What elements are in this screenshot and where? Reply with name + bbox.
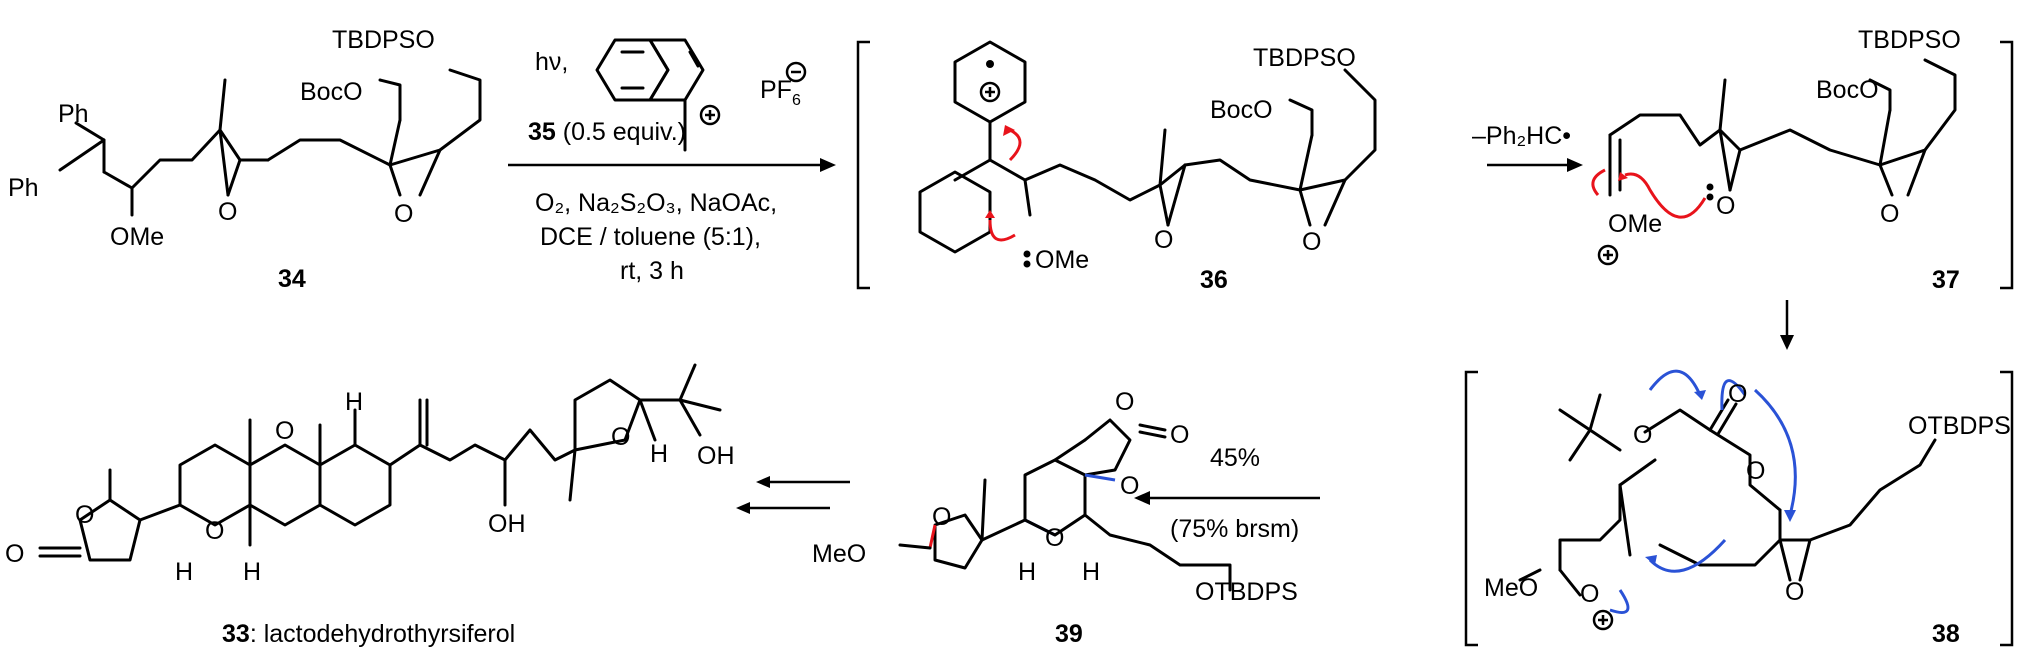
ph-left-label: Ph	[8, 174, 39, 202]
ph-top-label: Ph	[58, 100, 89, 128]
thp-o-label: O	[1045, 524, 1064, 552]
meo-label: MeO	[812, 540, 866, 568]
counterion-label: PF6	[760, 76, 801, 109]
oh-label: OH	[488, 510, 526, 538]
carbonate-o-label: O	[1120, 472, 1139, 500]
epoxide-o-label: O	[1716, 192, 1735, 220]
epoxide-o-label: O	[1785, 578, 1804, 606]
epoxide-o-label: O	[1302, 228, 1321, 256]
epoxide-o-label: O	[218, 198, 237, 226]
ome-label: OMe	[110, 223, 164, 251]
h-label: H	[1018, 558, 1036, 586]
compound-number: 36	[1200, 266, 1228, 294]
reaction-step-2: –Ph₂HC•	[1472, 122, 1583, 172]
pyran-o-label: O	[275, 417, 294, 445]
oxonium-o-label: O	[1580, 580, 1599, 608]
compound-number: 38	[1932, 620, 1960, 648]
conditions-line-3: rt, 3 h	[620, 257, 684, 285]
otbdps-label: OTBDPS	[1908, 412, 2011, 440]
conditions-line-2: DCE / toluene (5:1),	[540, 223, 761, 251]
quinolinium-catalyst	[595, 38, 721, 152]
compound-number: 34	[278, 265, 306, 293]
lactone-o-label: O	[75, 501, 94, 529]
tbdpso-label: TBDPSO	[332, 26, 435, 54]
tbdpso-label: TBDPSO	[1253, 44, 1356, 72]
conditions-line-1: O₂, Na₂S₂O₃, NaOAc,	[535, 189, 777, 217]
h-label: H	[650, 440, 668, 468]
epoxide-o-label: O	[1880, 200, 1899, 228]
compound-37: OMe O O TBDPSO BocO 37	[1591, 26, 1961, 294]
carbonyl-o-label: O	[5, 540, 24, 568]
reaction-step-1: hν, PF6 35 (0.5 equiv.) O₂, Na₂S₂O₃, NaO…	[508, 38, 836, 285]
h-label: H	[243, 558, 261, 586]
epoxide-o-label: O	[1154, 226, 1173, 254]
multi-step-arrows	[736, 476, 850, 514]
yield-label: 45%	[1210, 444, 1260, 472]
h-label: H	[175, 558, 193, 586]
tbdpso-label: TBDPSO	[1858, 26, 1961, 54]
ome-label: OMe	[1035, 246, 1089, 274]
otbdps-label: OTBDPS	[1195, 578, 1298, 606]
loss-fragment-label: –Ph₂HC•	[1472, 122, 1571, 150]
compound-34: Ph Ph OMe O O TBDPSO BocO 34	[8, 26, 482, 293]
compound-36: OMe O O TBDPSO BocO 36	[918, 40, 1377, 294]
boco-label: BocO	[1210, 96, 1273, 124]
hv-label: hν,	[535, 48, 568, 76]
carbonate-o-label: O	[1115, 388, 1134, 416]
epoxide-o-label: O	[394, 200, 413, 228]
compound-33: O O O O O H H H H OH OH 33: lactodehydro…	[5, 363, 735, 648]
catalyst-equiv-label: 35 (0.5 equiv.)	[528, 118, 686, 146]
h-label: H	[1082, 558, 1100, 586]
h-label: H	[345, 388, 363, 416]
oh-label: OH	[697, 442, 735, 470]
pyran-o-label: O	[205, 517, 224, 545]
reaction-step-4: 45% (75% brsm)	[1134, 444, 1320, 543]
bracket-right	[2000, 40, 2014, 290]
bracket-left	[1464, 370, 1478, 647]
compound-caption: 33: lactodehydrothyrsiferol	[222, 620, 515, 648]
yield-brsm-label: (75% brsm)	[1170, 515, 1299, 543]
thf-o-label: O	[611, 423, 630, 451]
boco-label: BocO	[1816, 76, 1879, 104]
carbonate-o-label: O	[1746, 457, 1765, 485]
bracket-left	[856, 40, 870, 290]
compound-39: MeO O O O O O H H OTBDPS 39	[812, 388, 1298, 648]
thf-o-label: O	[932, 503, 951, 531]
compound-number: 39	[1055, 620, 1083, 648]
carbonyl-o-label: O	[1728, 380, 1747, 408]
reaction-step-3	[1780, 300, 1794, 350]
carbonyl-o-label: O	[1170, 421, 1189, 449]
compound-number: 37	[1932, 266, 1960, 294]
ome-label: OMe	[1608, 210, 1662, 238]
boco-label: BocO	[300, 78, 363, 106]
meo-label: MeO	[1484, 574, 1538, 602]
ester-o-label: O	[1633, 421, 1652, 449]
bracket-right	[2000, 370, 2014, 647]
compound-38: O O O O O MeO OTBDPS 38	[1484, 369, 2011, 648]
